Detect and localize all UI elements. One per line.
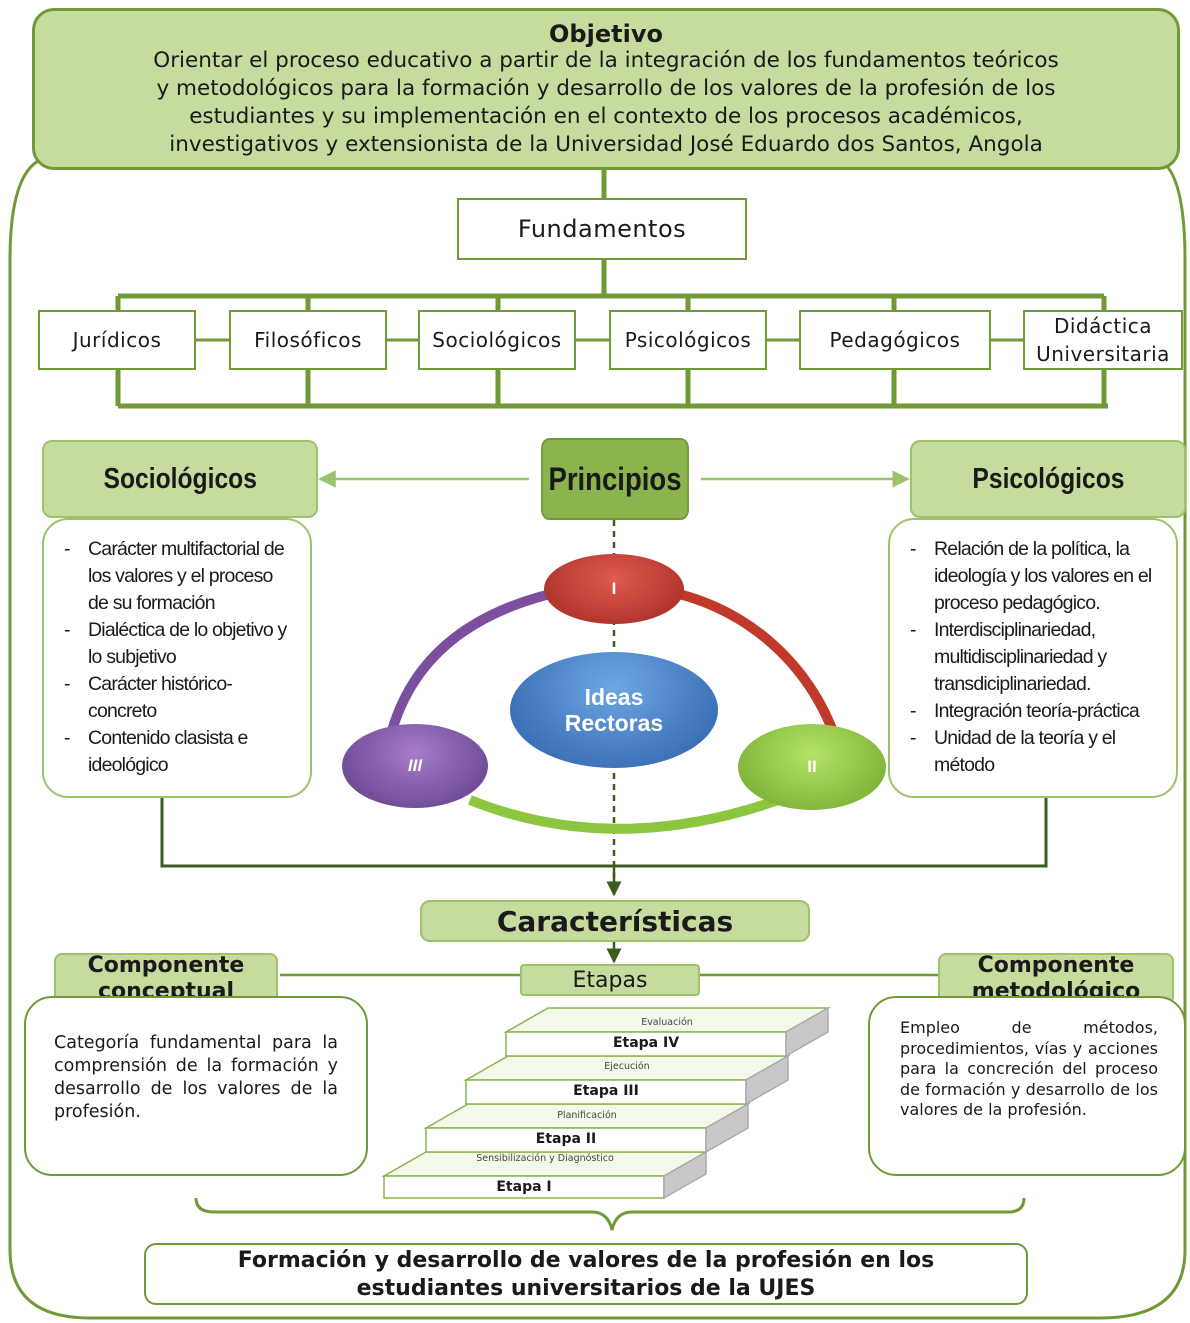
etapa-i-label: Etapa I xyxy=(496,1179,552,1195)
objetivo-line-4: investigativos y extensionista de la Uni… xyxy=(169,132,1043,157)
fundamento-psicologicos: Psicológicos xyxy=(609,310,767,370)
principios-box: Principios xyxy=(541,438,689,520)
objetivo-line-2: y metodológicos para la formación y desa… xyxy=(156,76,1056,101)
etapa-i-caption: Sensibilización y Diagnóstico xyxy=(476,1153,614,1164)
principios-sociologicos-title: Sociológicos xyxy=(103,462,257,495)
principios-psicologicos-list: Relación de la política, la ideología y … xyxy=(888,518,1178,798)
resultado-line-1: Formación y desarrollo de valores de la … xyxy=(237,1248,935,1273)
principios-sociologicos-header: Sociológicos xyxy=(42,440,318,518)
etapa-iii-caption: Ejecución xyxy=(604,1061,650,1072)
fundamento-juridicos: Jurídicos xyxy=(38,310,196,370)
fundamentos-box: Fundamentos xyxy=(457,198,747,260)
resultado-box: Formación y desarrollo de valores de la … xyxy=(144,1243,1028,1305)
list-item: Carácter histórico-concreto xyxy=(64,671,294,725)
etapa-ii-caption: Planificación xyxy=(557,1110,617,1121)
objetivo-box: Objetivo Orientar el proceso educativo a… xyxy=(32,8,1180,170)
idea-node-i: I xyxy=(544,554,684,624)
resultado-line-2: estudiantes universitarios de la UJES xyxy=(356,1276,816,1301)
fundamento-didactica-universitaria: Didáctica Universitaria xyxy=(1023,310,1183,370)
ideas-rectoras-center: Ideas Rectoras xyxy=(510,652,718,768)
componente-metodologico-text: Empleo de métodos, procedimientos, vías … xyxy=(868,996,1186,1176)
fundamento-sociologicos: Sociológicos xyxy=(418,310,576,370)
list-item: Unidad de la teoría y el método xyxy=(910,725,1162,779)
fundamento-filosoficos: Filosóficos xyxy=(229,310,387,370)
list-item: Relación de la política, la ideología y … xyxy=(910,536,1162,617)
list-item: Interdisciplinariedad, multidisciplinari… xyxy=(910,617,1162,698)
objetivo-line-1: Orientar el proceso educativo a partir d… xyxy=(153,48,1059,73)
etapa-ii-label: Etapa II xyxy=(535,1131,597,1147)
fundamento-pedagogicos: Pedagógicos xyxy=(799,310,991,370)
etapas-box: Etapas xyxy=(520,964,700,996)
principios-psicologicos-title: Psicológicos xyxy=(971,462,1125,495)
list-item: Dialéctica de lo objetivo y lo subjetivo xyxy=(64,617,294,671)
idea-node-iii: III xyxy=(342,724,488,808)
etapa-iv-label: Etapa IV xyxy=(612,1035,680,1051)
principios-psicologicos-header: Psicológicos xyxy=(910,440,1186,518)
etapa-iv-caption: Evaluación xyxy=(641,1017,693,1028)
principios-sociologicos-list: Carácter multifactorial de los valores y… xyxy=(42,518,312,798)
list-item: Carácter multifactorial de los valores y… xyxy=(64,536,294,617)
caracteristicas-box: Características xyxy=(420,900,810,942)
objetivo-title: Objetivo xyxy=(549,20,663,48)
idea-node-ii: II xyxy=(738,724,886,810)
list-item: Integración teoría-práctica xyxy=(910,698,1162,725)
etapa-iii-label: Etapa III xyxy=(573,1083,639,1099)
componente-conceptual-text: Categoría fundamental para la comprensió… xyxy=(24,996,368,1176)
objetivo-line-3: estudiantes y su implementación en el co… xyxy=(189,104,1023,129)
list-item: Contenido clasista e ideológico xyxy=(64,725,294,779)
